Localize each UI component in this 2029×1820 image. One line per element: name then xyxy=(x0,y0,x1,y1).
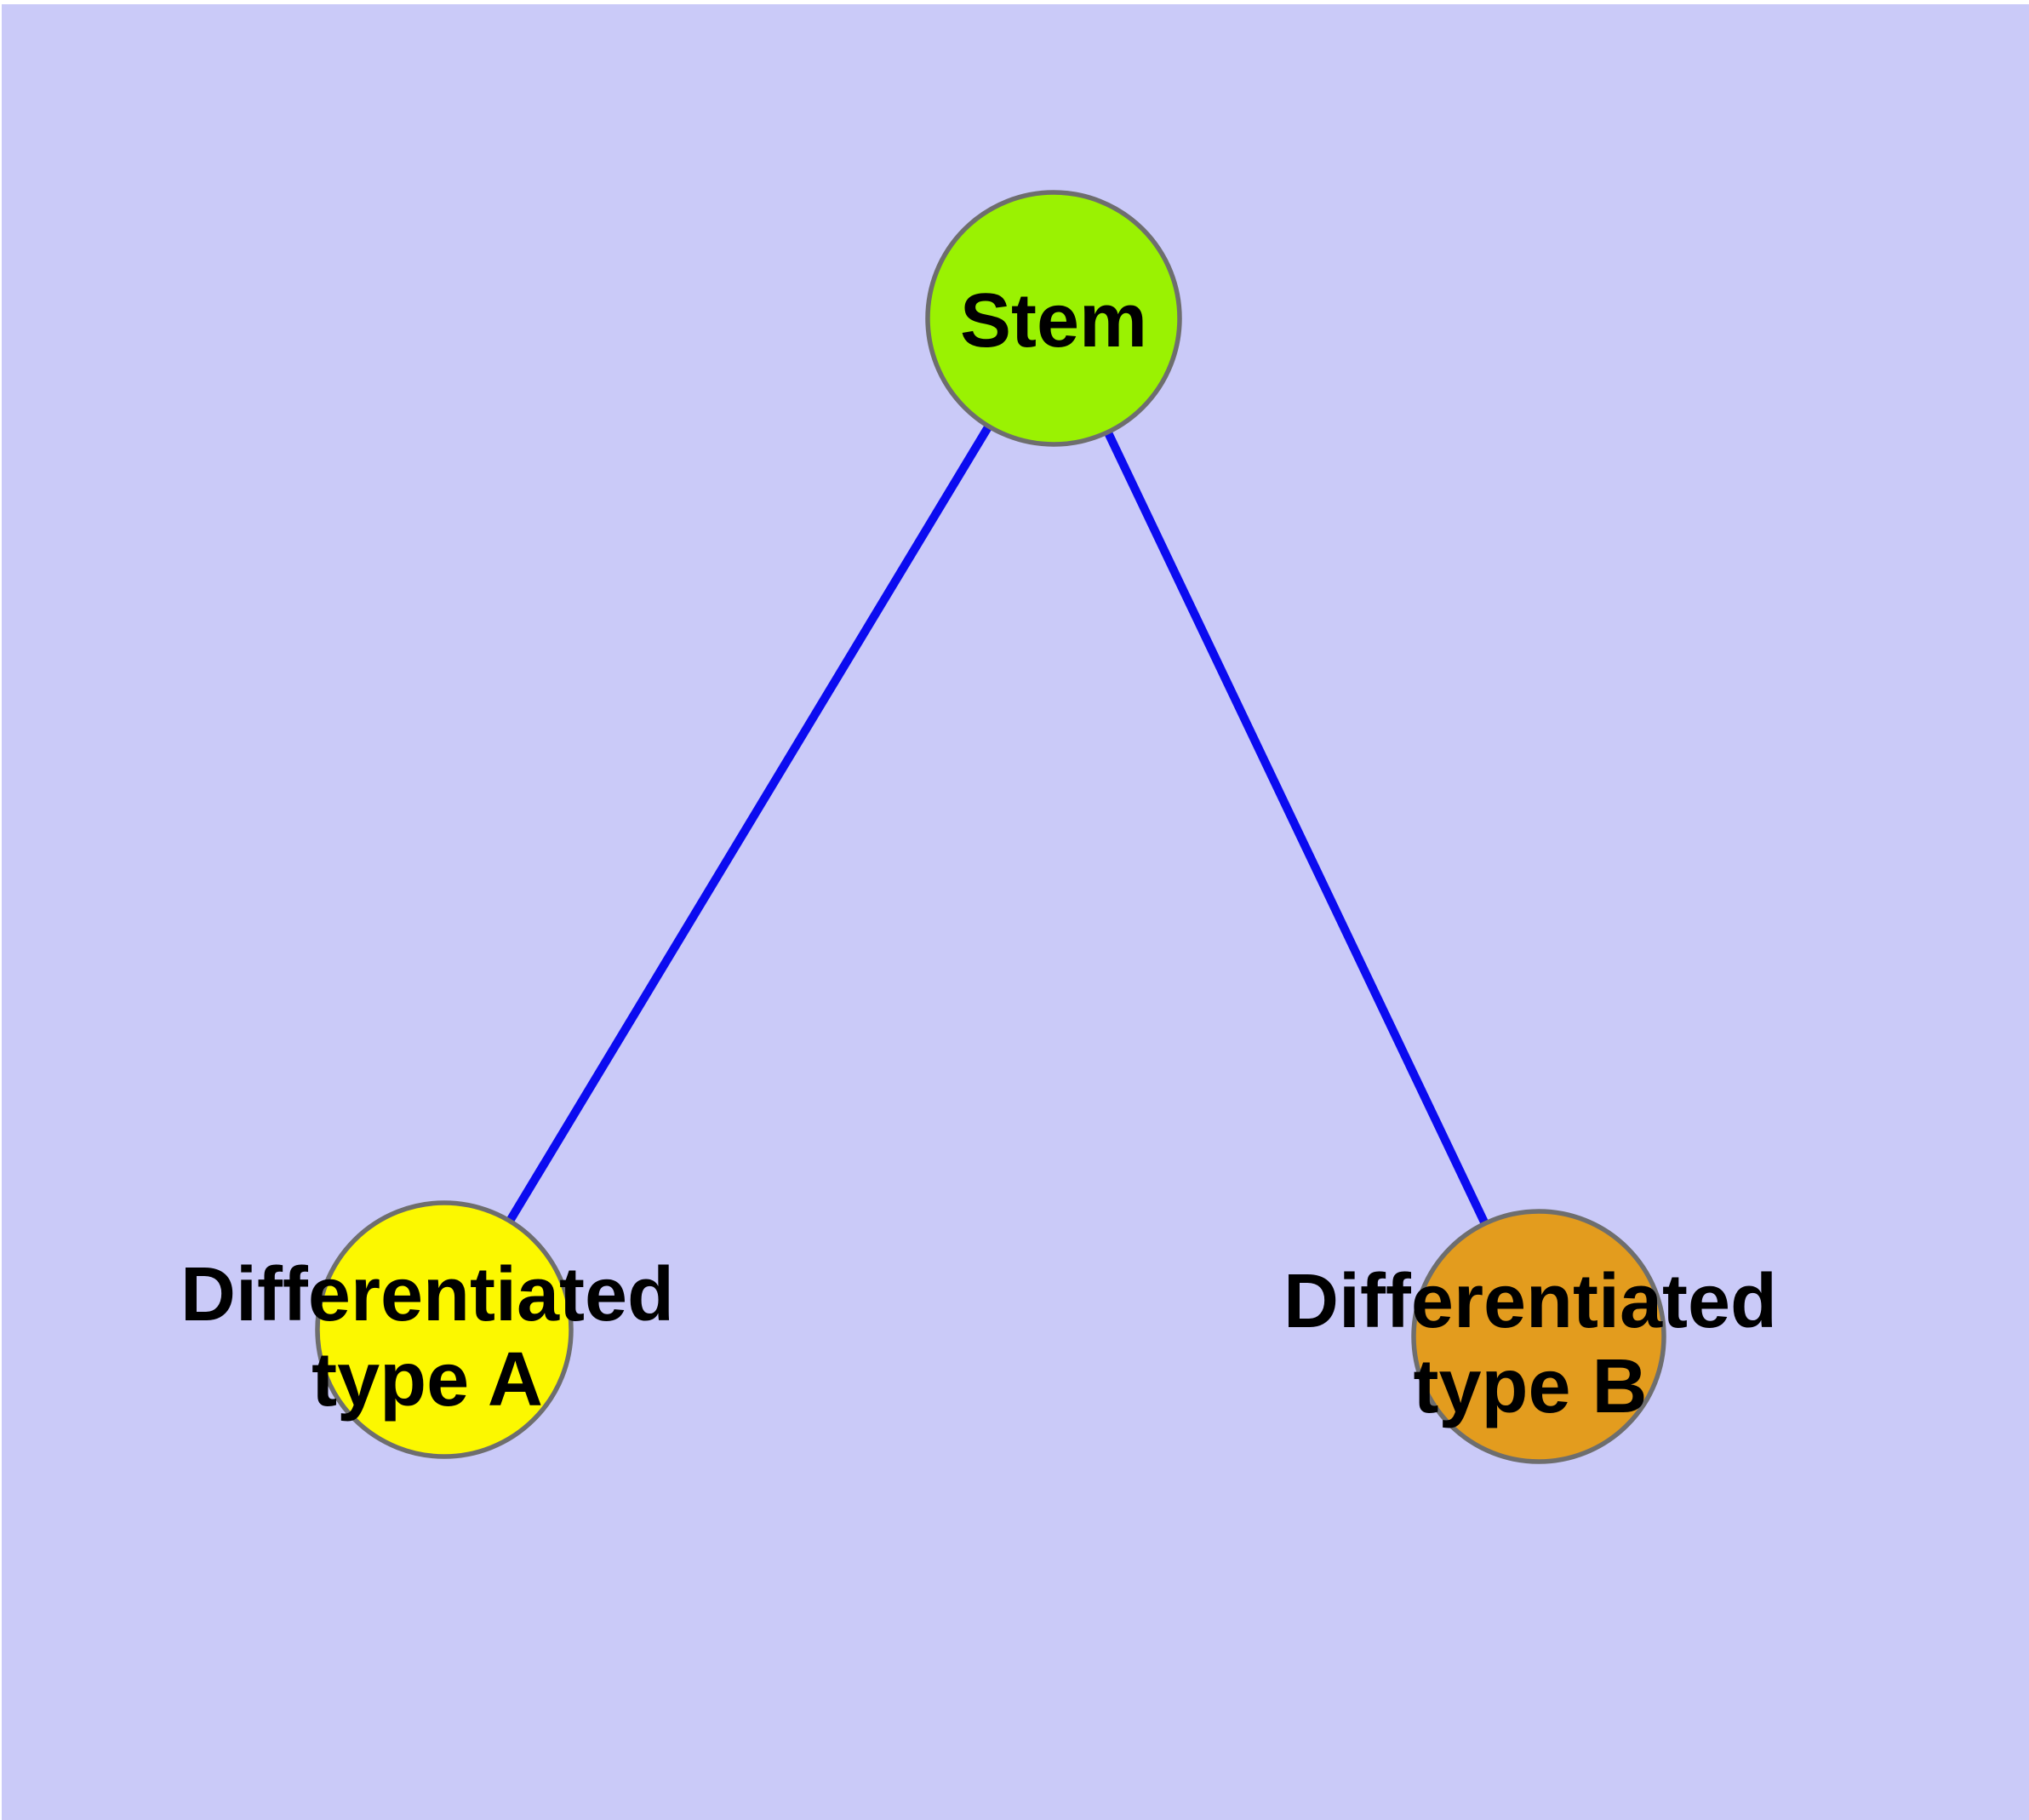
node-type-a-circle xyxy=(315,1200,574,1459)
node-stem-label: Stem xyxy=(960,278,1147,363)
edge-stem-to-type-b xyxy=(1049,316,1543,1339)
edge-stem-to-type-a xyxy=(440,316,1058,1332)
node-type-a-label-line1: Differentiated xyxy=(180,1252,674,1337)
node-type-b-label-line1: Differentiated xyxy=(1283,1259,1777,1344)
node-type-b-label-line2: type B xyxy=(1413,1344,1647,1429)
node-type-a-label-line2: type A xyxy=(311,1337,543,1422)
node-type-b-circle xyxy=(1411,1209,1666,1464)
node-stem-circle xyxy=(925,190,1182,447)
